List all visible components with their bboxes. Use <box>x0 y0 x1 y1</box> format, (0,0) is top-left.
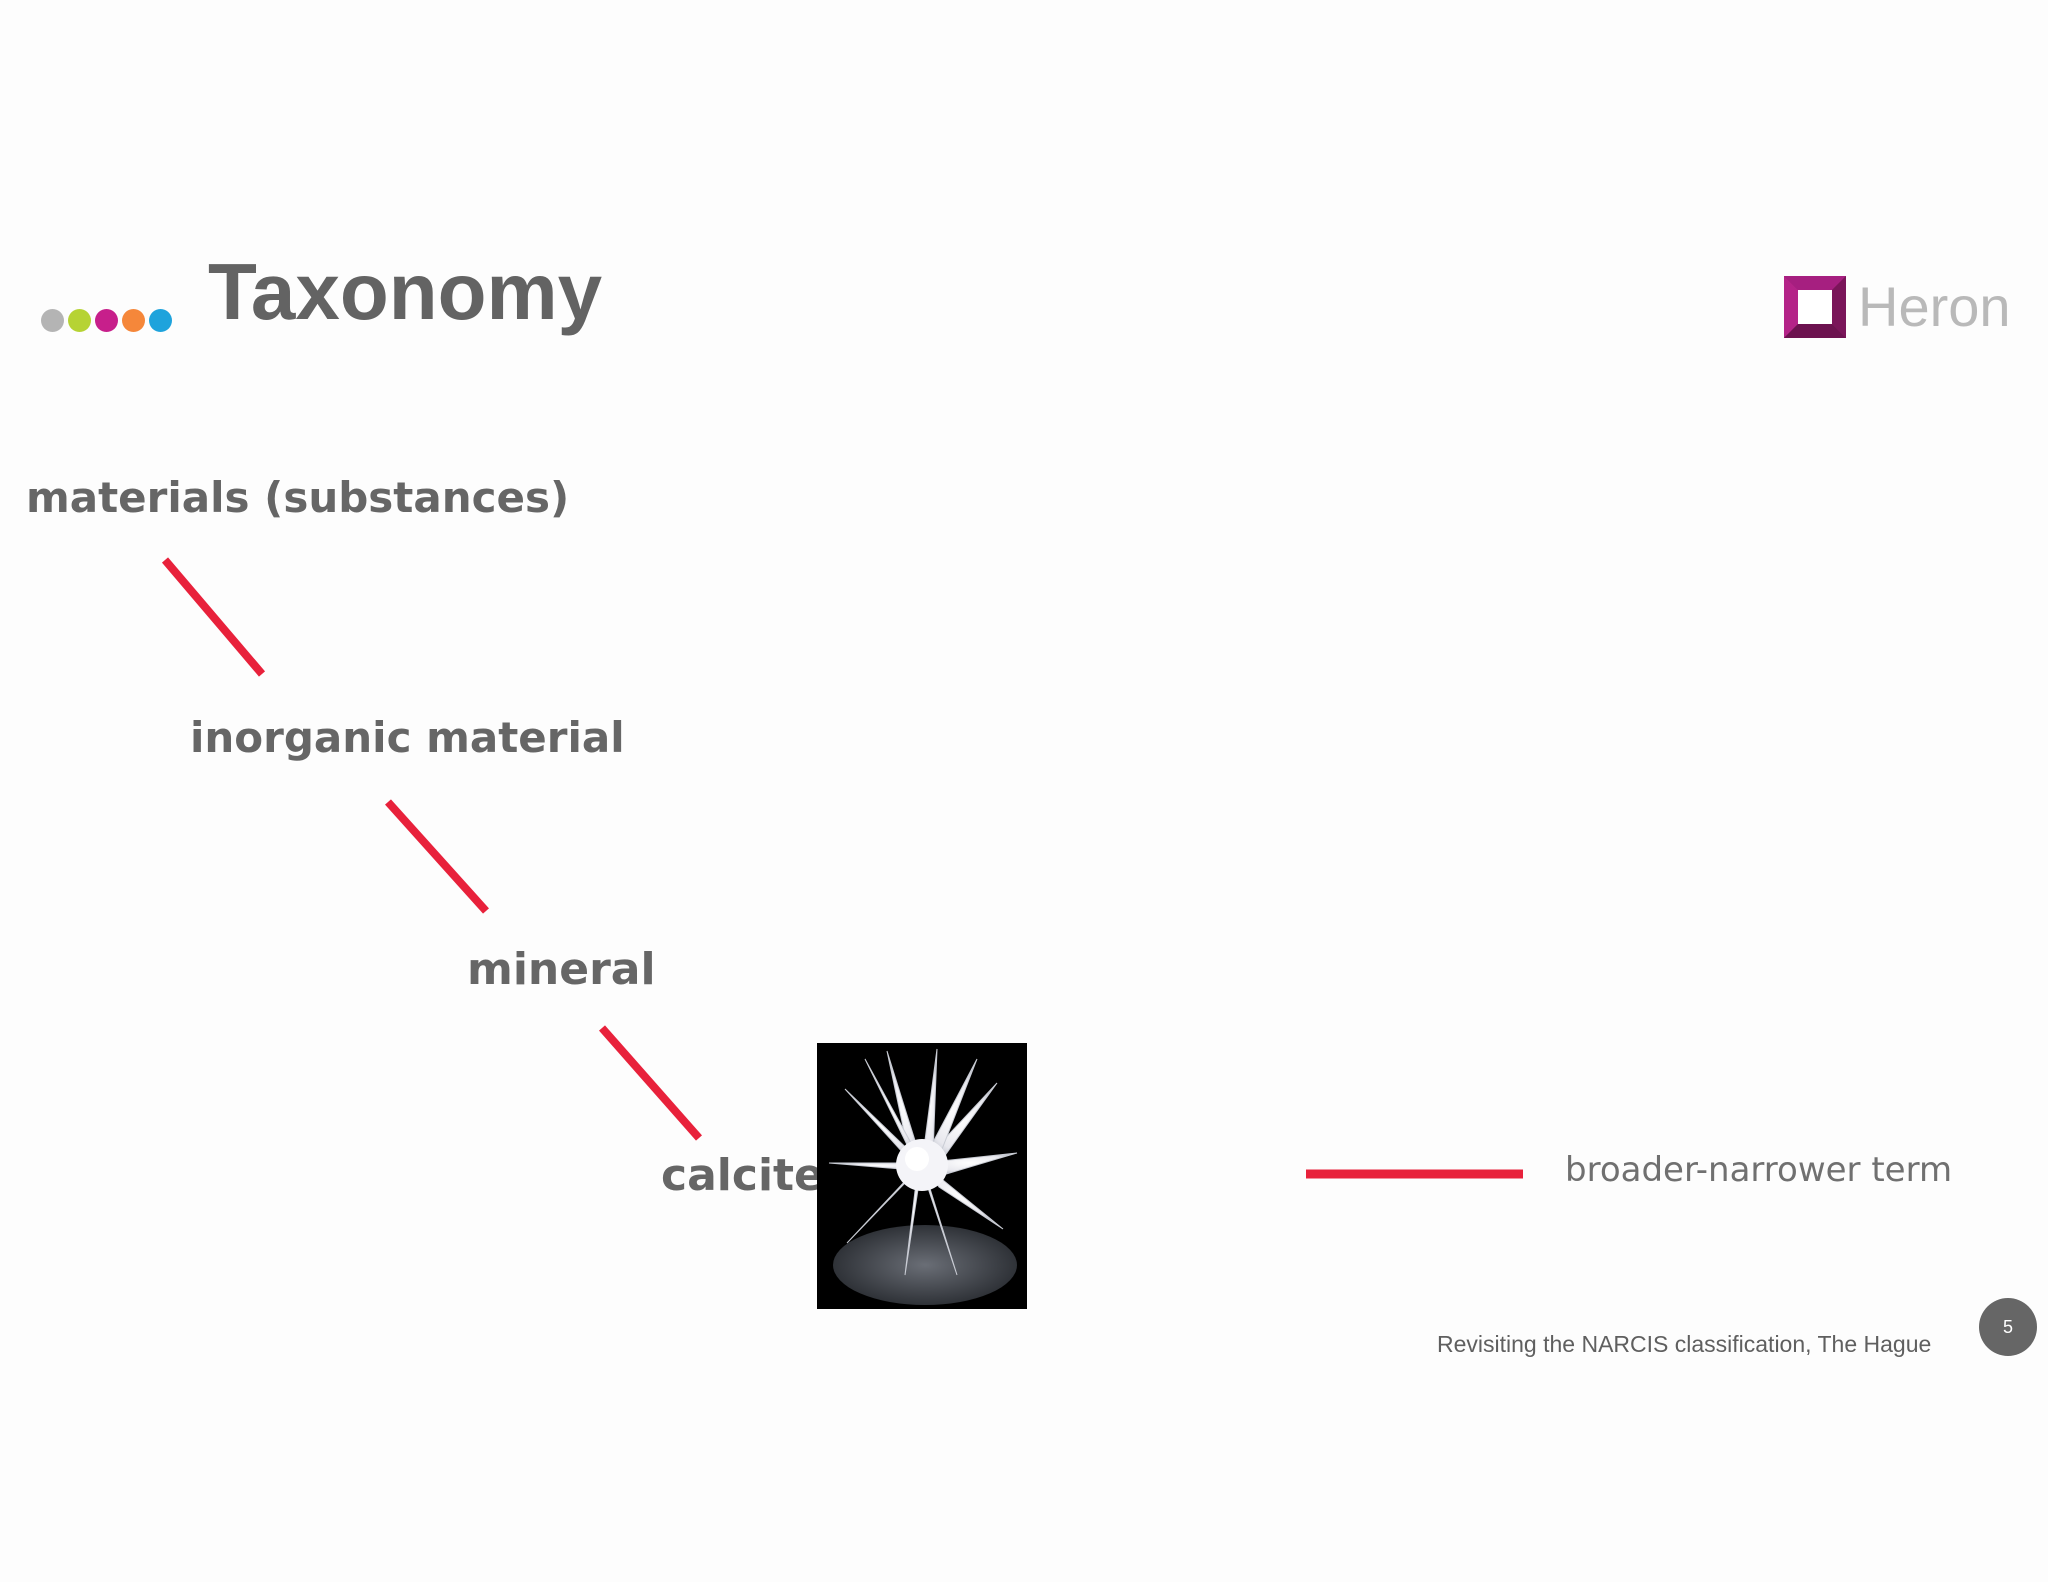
dot-gray <box>41 309 64 332</box>
page-number: 5 <box>2002 1316 2013 1337</box>
slide-footer: Revisiting the NARCIS classification, Th… <box>1437 1331 1932 1357</box>
term-inorganic-material: inorganic material <box>190 713 625 762</box>
heron-logo-icon <box>1784 276 1846 338</box>
term-mineral: mineral <box>467 944 656 995</box>
dot-magenta <box>95 309 118 332</box>
slide-title: Taxonomy <box>208 247 603 336</box>
dot-green <box>68 309 91 332</box>
edge-materials-inorganic <box>161 557 266 677</box>
page-number-badge: 5 <box>1979 1298 2037 1356</box>
calcite-photo <box>817 1043 1027 1309</box>
term-calcite: calcite <box>661 1150 824 1201</box>
calcite-crystal-icon <box>817 1043 1027 1309</box>
color-dots <box>41 309 172 332</box>
dot-orange <box>122 309 145 332</box>
term-materials: materials (substances) <box>26 473 570 522</box>
logo-text: Heron <box>1858 275 2011 338</box>
edge-mineral-calcite <box>598 1025 703 1141</box>
dot-blue <box>149 309 172 332</box>
legend-label: broader-narrower term <box>1565 1150 1953 1190</box>
heron-logo: Heron <box>1784 276 2011 338</box>
edge-inorganic-mineral <box>385 799 489 914</box>
